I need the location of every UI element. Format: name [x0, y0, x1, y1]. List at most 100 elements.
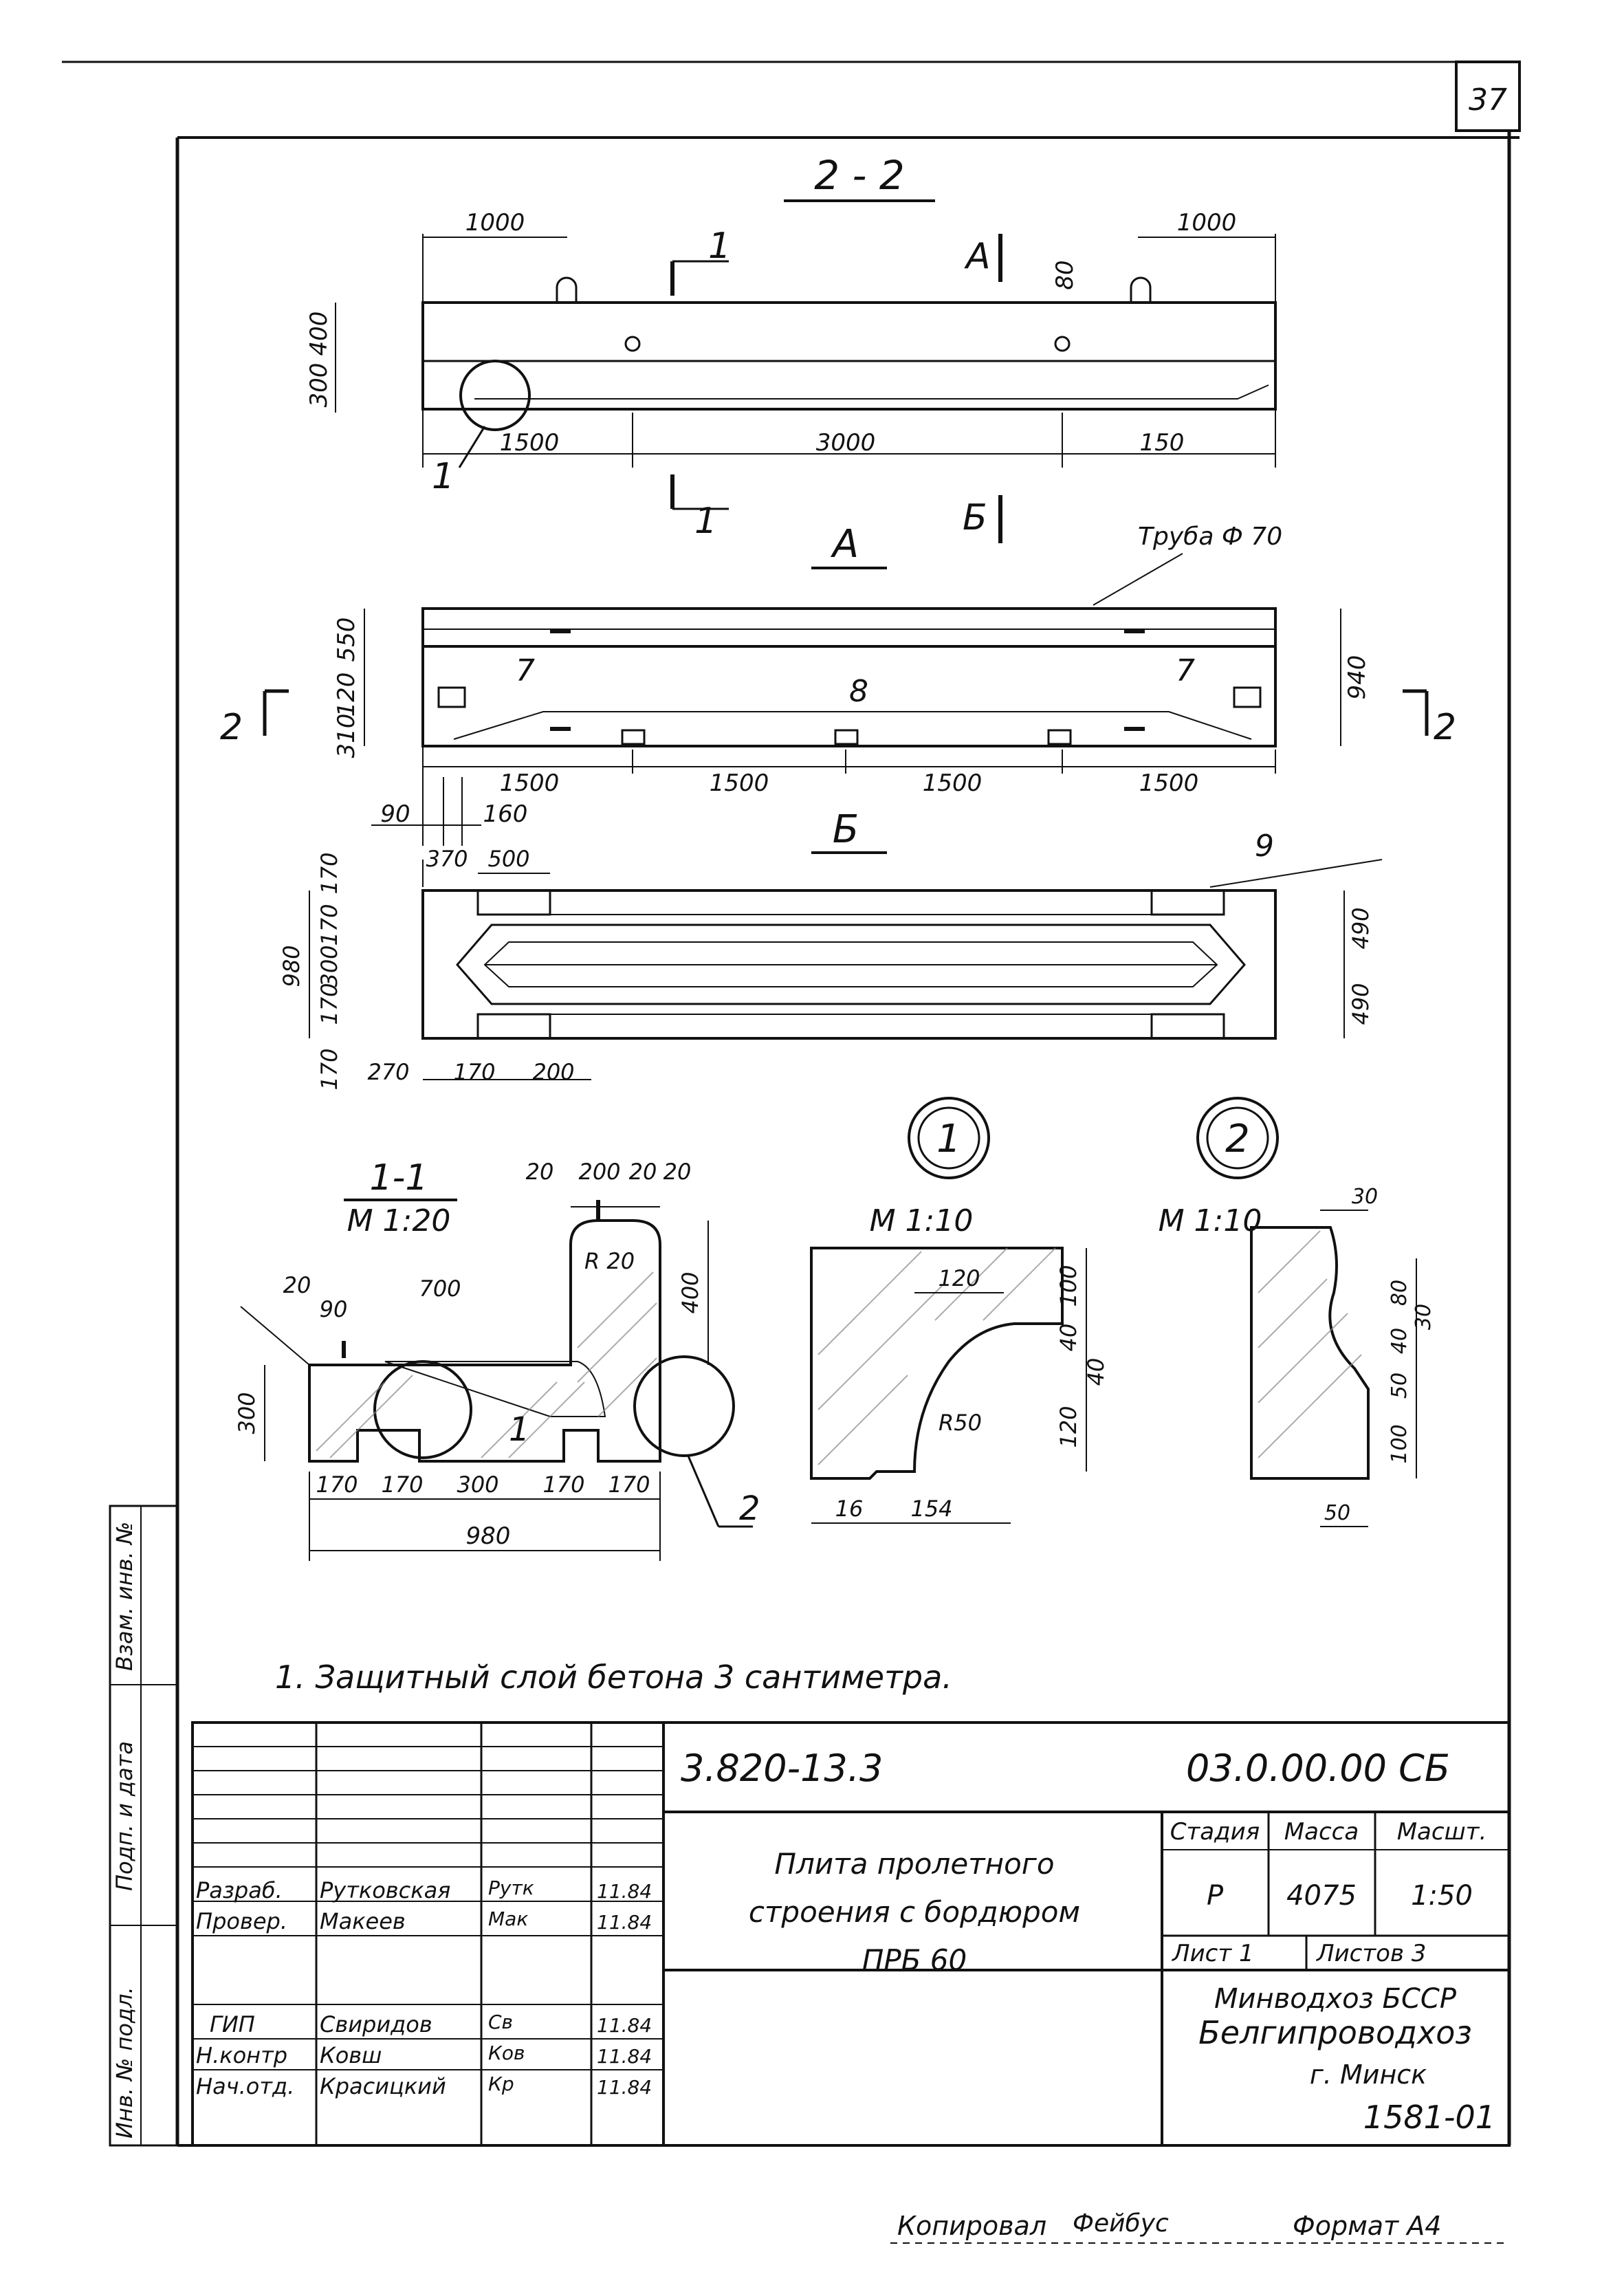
value-stage: Р: [1207, 1880, 1224, 1912]
detail-1-view: М 1:10 120 100 40 40 120 R50 16 154: [810, 1203, 1109, 1524]
sig-date-4: 11.84: [597, 2076, 652, 2099]
side-stamp-replace: Взам. инв. №: [111, 1522, 138, 1671]
dim-left-1000: 1000: [465, 209, 525, 237]
sheet-footer: Копировал Фейбус Формат А4: [890, 2209, 1506, 2244]
dim-150: 150: [1140, 429, 1185, 457]
sig-date-2: 11.84: [597, 2014, 652, 2037]
archive-number: 1581-01: [1363, 2099, 1495, 2136]
cut-mark-b: Б: [963, 497, 987, 538]
dim-500: 500: [487, 846, 529, 872]
dim-1-1-300: 300: [234, 1392, 260, 1434]
view-a-title: А: [831, 522, 859, 567]
position-7-left: 7: [516, 653, 535, 688]
value-mass: 4075: [1286, 1880, 1357, 1912]
dim-1500-a2: 1500: [710, 769, 769, 797]
dim-1500-a3: 1500: [923, 769, 983, 797]
sig-sign-3: Ков: [488, 2042, 525, 2064]
section-1-1-callout-1: 1: [509, 1410, 530, 1449]
title-line-2: строения с бордюром: [749, 1895, 1080, 1929]
dim-1-1-r20: R 20: [584, 1248, 635, 1274]
dim-160: 160: [483, 800, 528, 828]
dim-b-170-1: 170: [316, 852, 342, 894]
org-line-2: Белгипроводхоз: [1198, 2014, 1472, 2051]
header-mass: Масса: [1284, 1818, 1359, 1846]
d2-dim-30: 30: [1412, 1304, 1436, 1330]
dim-1-1-90: 90: [320, 1296, 348, 1322]
sig-name-0: Рутковская: [320, 1877, 450, 1903]
page-number: 37: [1469, 83, 1507, 118]
position-8: 8: [849, 674, 868, 709]
sig-role-3: Н.контр: [196, 2042, 287, 2068]
d1-dim-40b: 40: [1083, 1358, 1109, 1386]
dim-1-1-700: 700: [419, 1276, 461, 1302]
dim-1500-a4: 1500: [1139, 769, 1199, 797]
d2-dim-100: 100: [1387, 1424, 1412, 1463]
position-9: 9: [1255, 829, 1274, 864]
dim-400: 400: [305, 311, 333, 356]
cut-mark-1-bottom: 1: [694, 501, 717, 542]
signature-rows: Разраб. Рутковская Рутк 11.84 Провер. Ма…: [196, 1877, 652, 2099]
org-line-1: Минводхоз БССР: [1214, 1983, 1457, 2015]
d2-dim-40: 40: [1387, 1328, 1412, 1354]
detail-2-view: М 1:10 30 80 30 40 50 100 50: [1159, 1185, 1436, 1527]
sig-name-4: Красицкий: [320, 2073, 446, 2099]
view-2-2-title: 2 - 2: [814, 152, 905, 199]
dim-940: 940: [1343, 655, 1371, 700]
section-1-1-callout-2: 2: [739, 1489, 760, 1528]
section-mark-2-left: 2: [220, 707, 243, 748]
dim-1500: 1500: [500, 429, 560, 457]
sig-role-1: Провер.: [196, 1908, 287, 1934]
copied-signature: Фейбус: [1073, 2209, 1169, 2238]
view-section-2-2: 2 - 2: [305, 152, 1277, 543]
dim-370: 370: [426, 846, 468, 872]
d1-dim-16: 16: [835, 1496, 864, 1522]
dim-490-bottom: 490: [1348, 983, 1374, 1025]
title-block-text: 3.820-13.3 03.0.00.00 СБ Плита пролетног…: [681, 1747, 1495, 2136]
dim-80: 80: [1051, 260, 1079, 289]
dim-1-1-20d: 20: [283, 1272, 311, 1298]
detail-2-scale: М 1:10: [1159, 1203, 1262, 1238]
section-1-1-scale: М 1:20: [347, 1203, 451, 1238]
side-stamp-original: Инв. № подл.: [111, 1987, 138, 2139]
dim-120: 120: [333, 673, 360, 717]
d1-dim-40a: 40: [1055, 1324, 1082, 1352]
sig-date-0: 11.84: [597, 1880, 652, 1903]
general-note: 1. Защитный слой бетона 3 сантиметра.: [275, 1659, 952, 1696]
detail-1-label: 1: [936, 1117, 961, 1161]
d1-dim-120: 120: [1055, 1406, 1082, 1447]
dim-b-170-bottom: 170: [453, 1059, 495, 1085]
dim-b-980: 980: [278, 945, 305, 987]
cut-mark-1-top: 1: [708, 226, 731, 267]
d2-dim-50-bottom: 50: [1324, 1501, 1350, 1525]
sheet-number: Лист 1: [1171, 1940, 1254, 1967]
dim-490-top: 490: [1348, 907, 1374, 949]
d2-dim-80: 80: [1387, 1280, 1412, 1306]
sig-name-1: Макеев: [320, 1908, 406, 1934]
detail-1-scale: М 1:10: [870, 1203, 974, 1238]
section-mark-2-right: 2: [1434, 707, 1456, 748]
d1-dim-154: 154: [910, 1496, 952, 1522]
d1-dim-r50: R50: [939, 1410, 982, 1436]
format-label: Формат А4: [1293, 2211, 1441, 2241]
view-b-title: Б: [833, 807, 859, 852]
value-scale: 1:50: [1411, 1880, 1473, 1912]
pipe-label: Труба Ф 70: [1138, 523, 1282, 551]
d2-dim-50: 50: [1387, 1373, 1412, 1399]
position-7-right: 7: [1176, 653, 1195, 688]
dim-b-170-4: 170: [316, 1048, 342, 1090]
assembly-code: 03.0.00.00 СБ: [1186, 1747, 1450, 1790]
sig-name-3: Ковш: [320, 2042, 382, 2068]
sig-date-3: 11.84: [597, 2045, 652, 2068]
dim-1-1-20a: 20: [526, 1159, 554, 1185]
dim-1-1-20b: 20: [629, 1159, 657, 1185]
side-stamp: Взам. инв. № Подп. и дата Инв. № подл.: [111, 1522, 138, 2139]
dim-550: 550: [333, 617, 360, 662]
dim-1-1-20c: 20: [663, 1159, 692, 1185]
side-stamp-signdate: Подп. и дата: [111, 1741, 138, 1891]
callout-1-label: 1: [432, 456, 454, 497]
dim-90: 90: [380, 800, 410, 828]
dim-3000: 3000: [816, 429, 876, 457]
d2-dim-30-top: 30: [1352, 1185, 1378, 1209]
dim-1-1-400: 400: [677, 1271, 703, 1313]
